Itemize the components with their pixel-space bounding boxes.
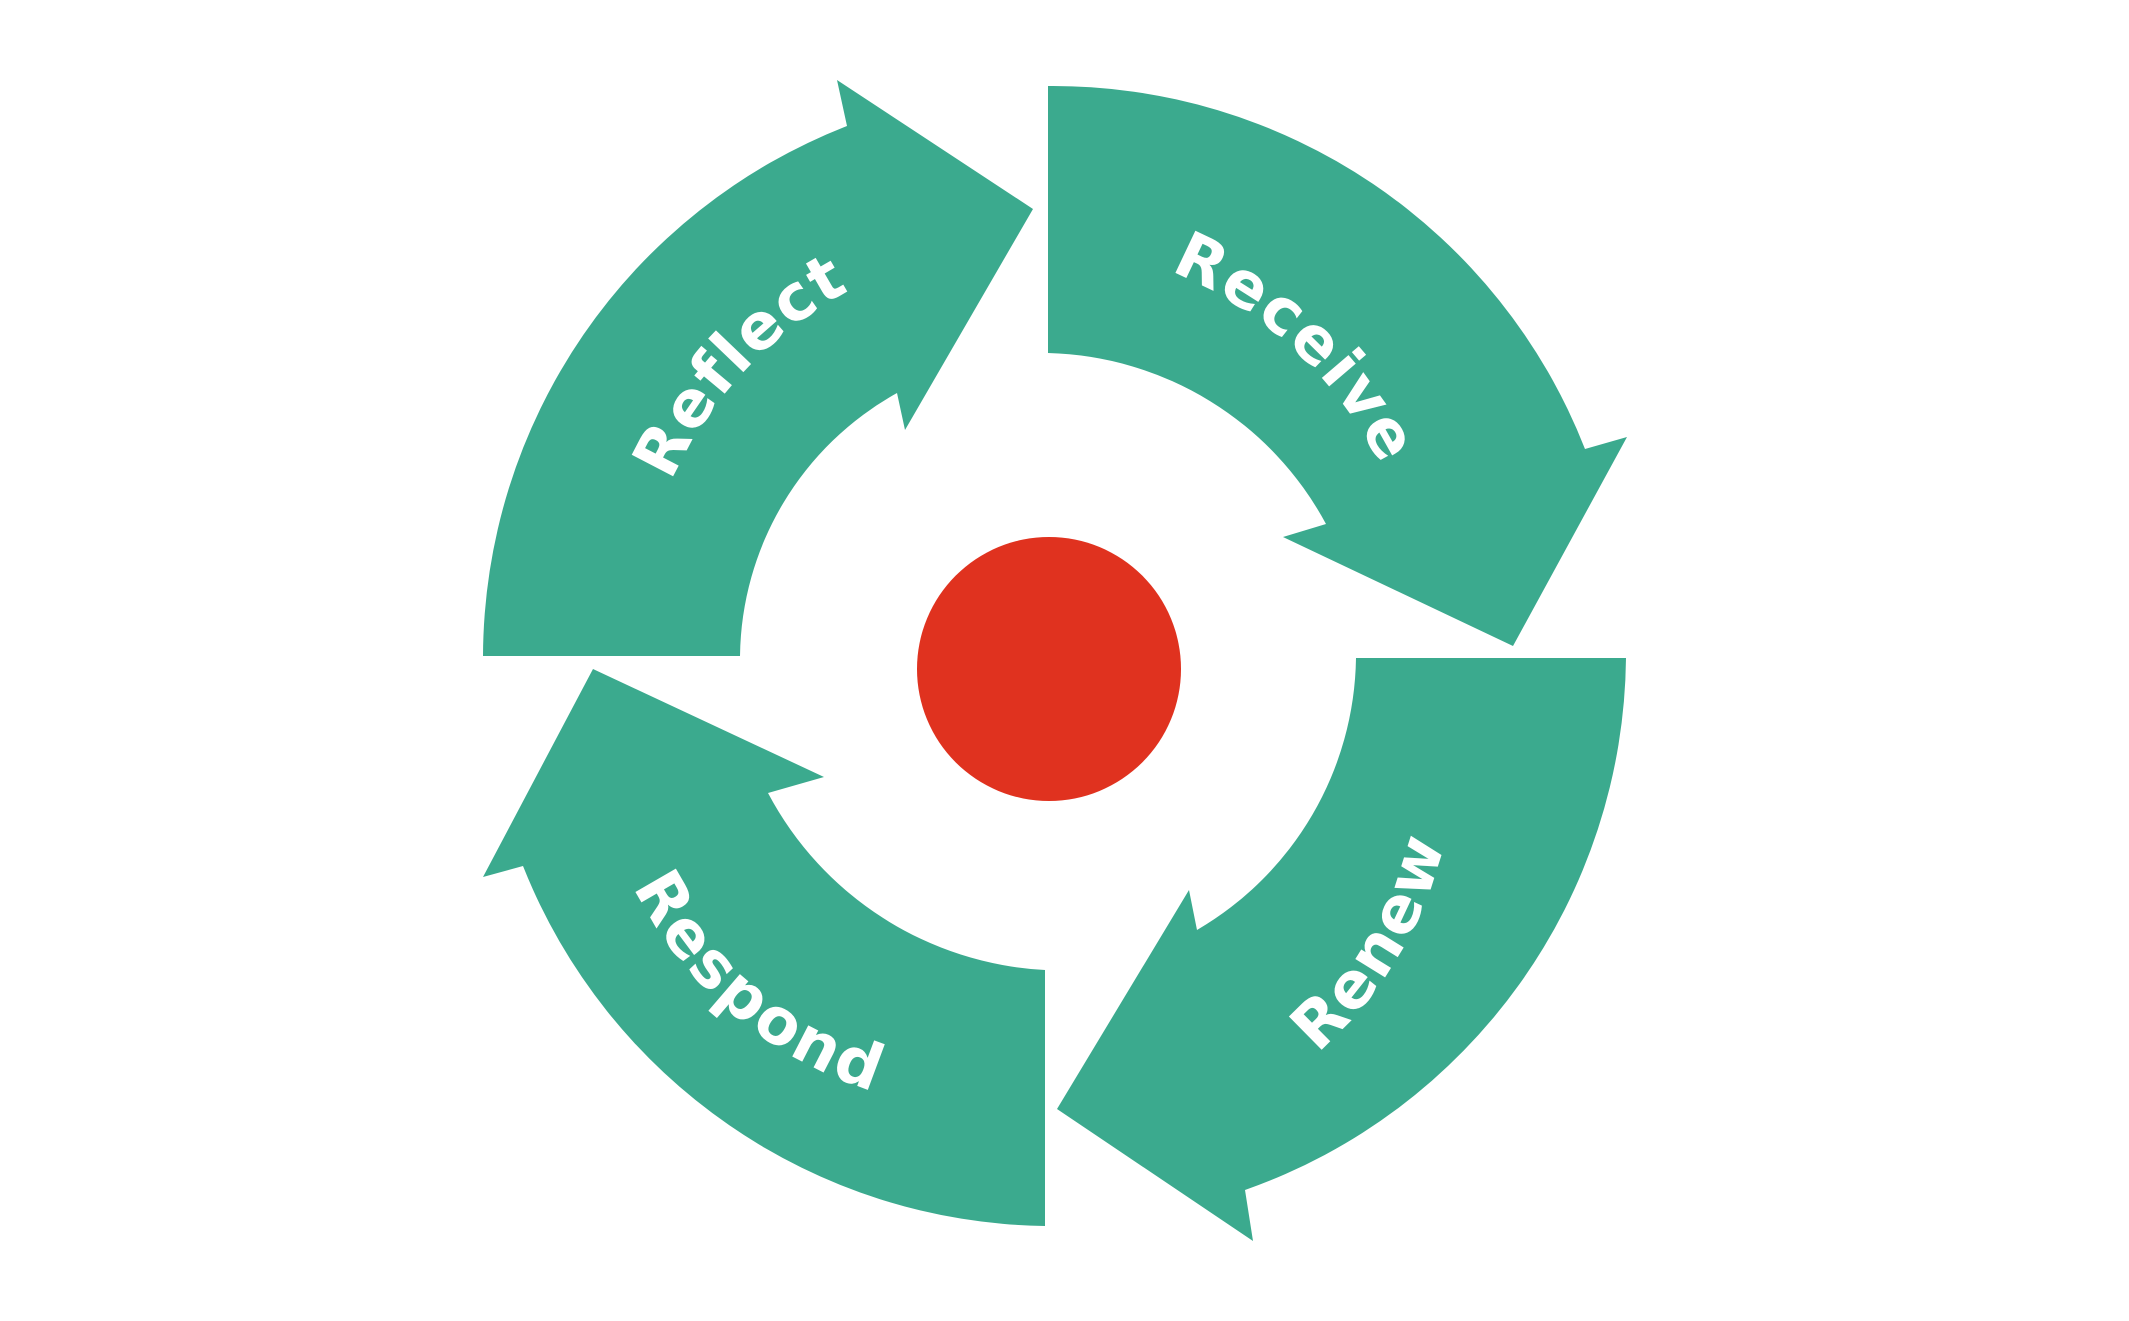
arrow-renew: [1057, 658, 1626, 1241]
center-circle: [917, 537, 1181, 801]
arrow-respond: [483, 669, 1045, 1226]
arrow-receive: [1048, 85, 1627, 646]
arrow-reflect: [483, 80, 1033, 656]
